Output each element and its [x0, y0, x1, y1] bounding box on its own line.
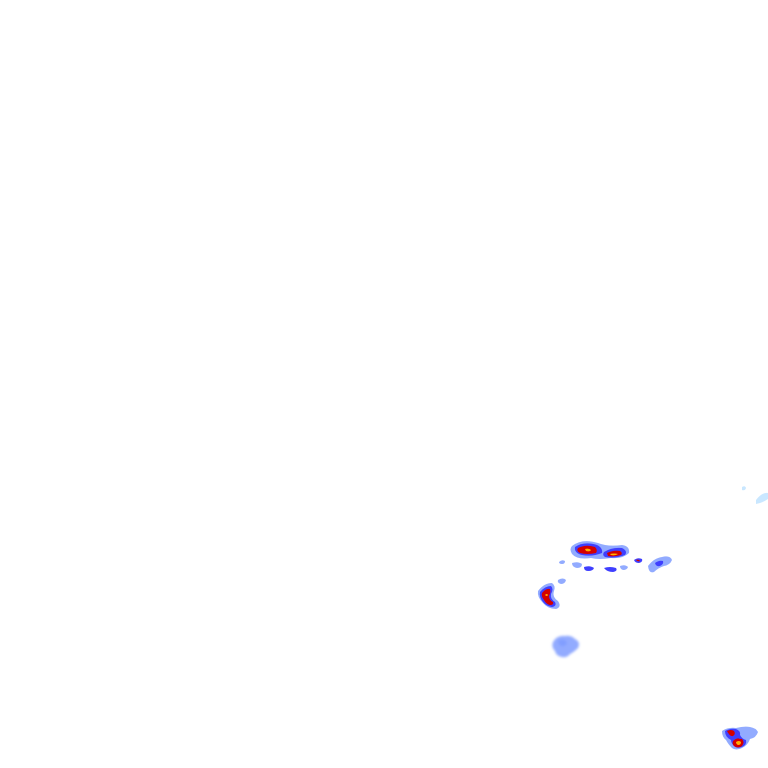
cell-central-cluster [559, 541, 643, 572]
cell-south-blob [552, 635, 579, 658]
cell-south-east-corner [722, 726, 758, 750]
cell-west-curved [537, 578, 566, 609]
cell-north-east-edge [742, 486, 768, 504]
cell-small-eastern [648, 556, 672, 573]
